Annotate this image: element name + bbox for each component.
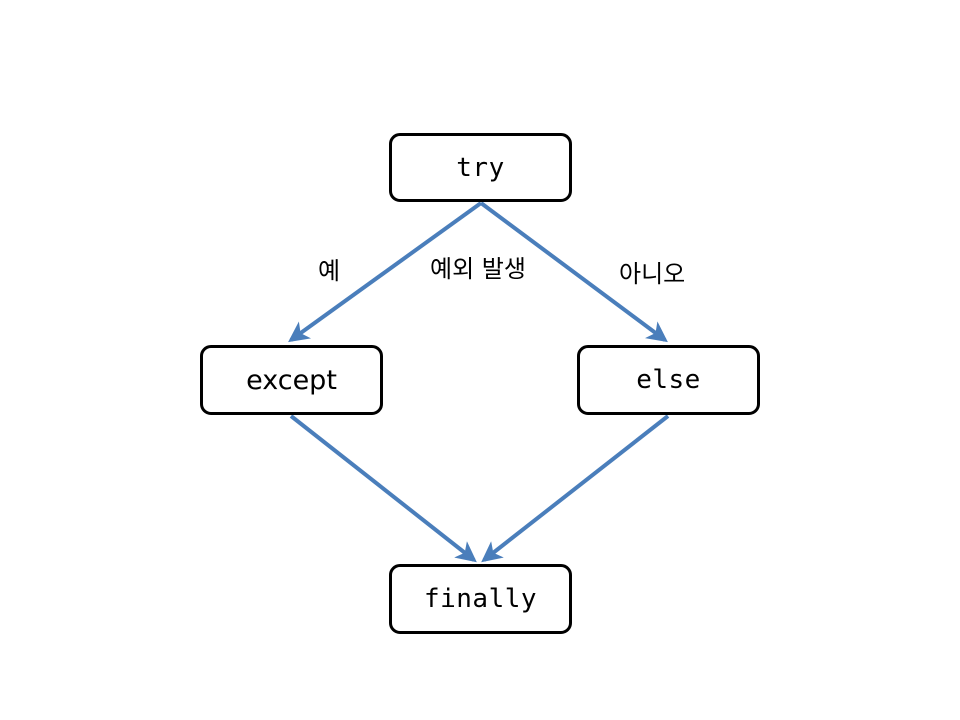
node-finally[interactable]: finally	[389, 564, 572, 634]
edge-except-to-finally	[289, 414, 477, 563]
node-else-label: else	[636, 365, 701, 395]
node-try-label: try	[456, 152, 505, 183]
node-else[interactable]: else	[577, 345, 760, 415]
node-finally-label: finally	[423, 584, 538, 614]
edge-try-to-except	[288, 201, 483, 343]
edge-try-to-else	[479, 201, 668, 343]
edge-label-exception: 예외 발생	[430, 255, 526, 283]
node-try[interactable]: try	[389, 133, 572, 202]
edge-label-no: 아니오	[619, 260, 686, 288]
edge-label-yes: 예	[318, 257, 341, 285]
node-except[interactable]: except	[200, 345, 383, 415]
edge-else-to-finally	[481, 414, 670, 563]
node-except-label: except	[246, 364, 337, 396]
